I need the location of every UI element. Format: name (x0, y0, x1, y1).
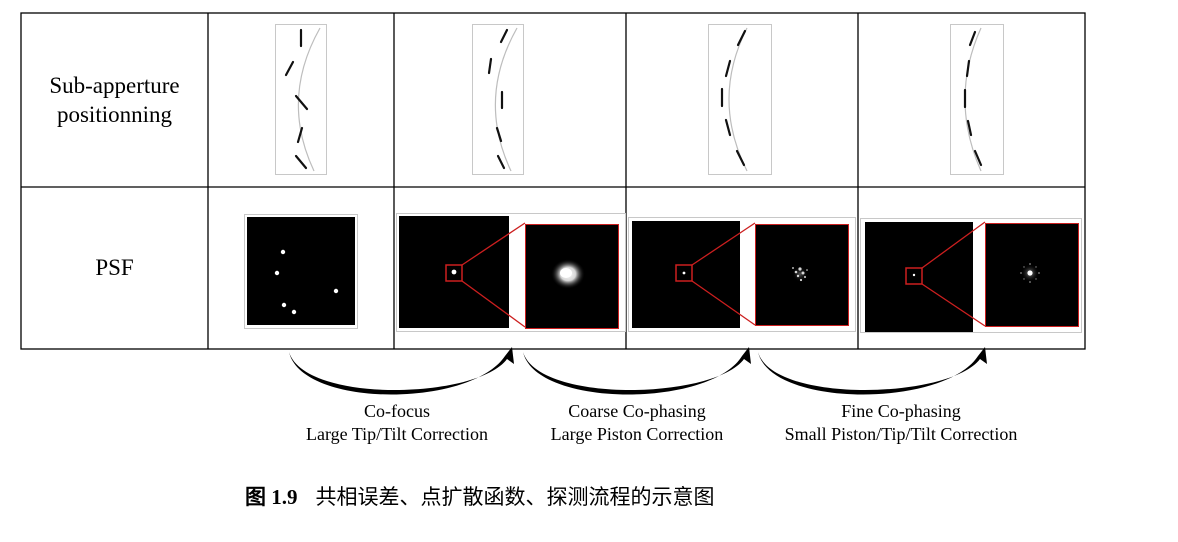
subaperture-diagram-1 (275, 24, 327, 175)
stage-label-cofocus: Co-focus Large Tip/Tilt Correction (286, 400, 508, 446)
stage-fine-line1: Fine Co-phasing (841, 401, 961, 421)
figure-caption: 图 1.9 共相误差、点扩散函数、探测流程的示意图 (245, 481, 715, 511)
stage-cofocus-line2: Large Tip/Tilt Correction (305, 424, 489, 444)
subaperture-diagram-4-drawing (963, 27, 983, 172)
row-label-subaperture: Sub-apperture positionning (21, 71, 208, 129)
subaperture-diagram-2-drawing (487, 27, 518, 172)
psf-2-overlay (445, 222, 585, 328)
psf-image-scattered (247, 217, 355, 325)
figure-number: 图 1.9 (245, 485, 298, 509)
stage-label-fine-cophasing: Fine Co-phasing Small Piston/Tip/Tilt Co… (756, 400, 1046, 446)
stage-coarse-line1: Coarse Co-phasing (568, 401, 706, 421)
stage-fine-line2: Small Piston/Tip/Tilt Correction (784, 424, 1018, 444)
subaperture-diagram-1-drawing (284, 27, 321, 172)
psf-3-overlay (675, 222, 808, 326)
arrow-coarse-cophasing (523, 347, 751, 395)
subaperture-diagram-3 (708, 24, 772, 175)
psf-frame-1 (244, 214, 358, 329)
row-label-subaperture-line1: Sub-apperture (49, 73, 180, 98)
stage-label-coarse-cophasing: Coarse Co-phasing Large Piston Correctio… (526, 400, 748, 446)
row-label-psf: PSF (95, 255, 134, 280)
subaperture-diagram-3-drawing (720, 27, 748, 172)
arrow-cofocus (289, 347, 514, 395)
stage-cofocus-line1: Co-focus (364, 401, 430, 421)
stage-coarse-line2: Large Piston Correction (550, 424, 724, 444)
psf-image-coarse (632, 221, 740, 328)
psf-image-fine (865, 222, 973, 332)
psf-frame-2 (396, 213, 626, 332)
psf-frame-3 (628, 217, 856, 332)
subaperture-diagram-2 (472, 24, 524, 175)
psf-scattered-points (274, 249, 339, 315)
arrow-fine-cophasing (758, 347, 987, 395)
row-label-subaperture-line2: positionning (56, 102, 172, 127)
subaperture-diagram-4 (950, 24, 1004, 175)
psf-4-overlay (905, 221, 1040, 327)
figure-caption-text: 共相误差、点扩散函数、探测流程的示意图 (315, 485, 715, 509)
